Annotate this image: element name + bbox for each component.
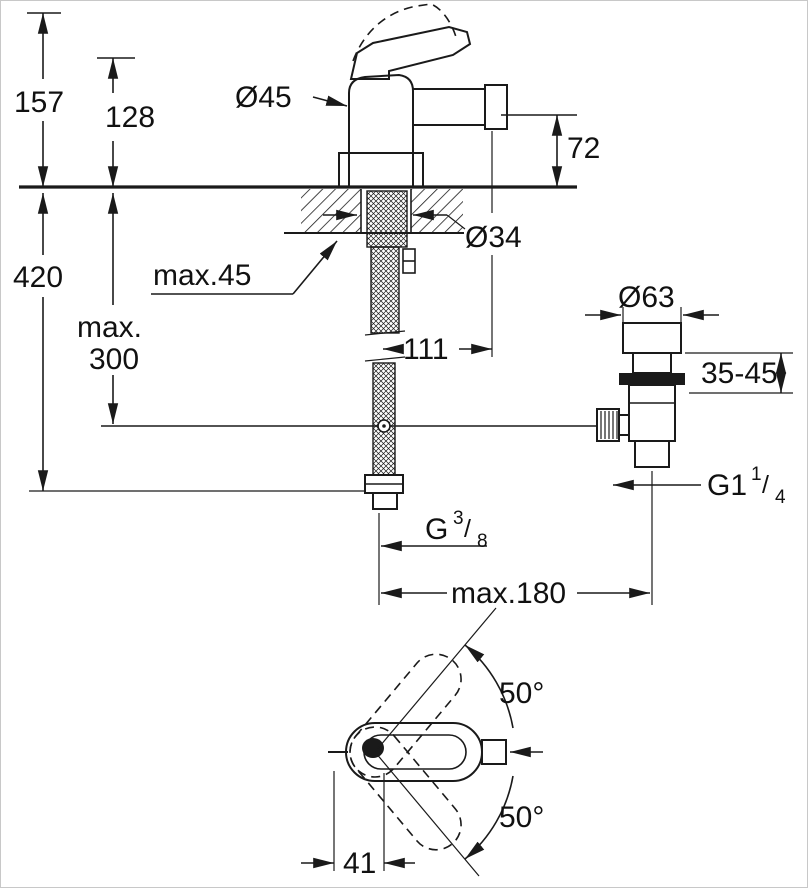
max-180-label: max.180	[451, 577, 566, 610]
pop-up-waste	[596, 322, 685, 468]
waste-tailpiece	[634, 440, 670, 468]
dim-157-label: 157	[14, 86, 64, 119]
dim-41-label: 41	[343, 847, 376, 880]
dim-128-label: 128	[105, 101, 155, 134]
clamp-ring	[619, 373, 685, 385]
thread-g38-base: G	[425, 513, 448, 546]
max-300-label-line1: max.	[77, 311, 142, 344]
max-300-label-line2: 300	[89, 343, 139, 376]
g1-quarter-thread-label: G1 1 / 4	[707, 464, 786, 508]
angle-upper-label: 50°	[499, 677, 544, 710]
thread-g38-numerator: 3	[453, 508, 464, 529]
pull-rod	[101, 419, 597, 433]
side-view-labels: 157 128 Ø45 72 420 max.45 Ø34 max. 300 1…	[13, 81, 786, 610]
top-view-dimensions	[301, 644, 543, 871]
waste-flange	[622, 322, 682, 354]
g-three-eighths-thread-label: G 3 / 8	[425, 508, 488, 552]
handle-hub	[362, 738, 384, 758]
dim-420-label: 420	[13, 261, 63, 294]
dia-45-label: Ø45	[235, 81, 292, 114]
dim-111-label: 111	[403, 333, 449, 366]
top-view-drawing: 50° 50° 41	[301, 607, 544, 880]
thread-g38-denominator: 8	[477, 531, 488, 552]
lever-handle	[349, 25, 472, 80]
top-view-labels: 50° 50° 41	[343, 677, 544, 880]
thread-g1-numerator: 1	[751, 464, 762, 485]
dim-72-label: 72	[567, 132, 600, 165]
spout-top-view	[481, 739, 507, 765]
body-outline	[345, 722, 483, 782]
range-35-45-label: 35-45	[701, 357, 778, 390]
rod-knob	[596, 408, 620, 442]
thread-g1-base: G1	[707, 469, 747, 502]
thread-g38-slash: /	[464, 515, 471, 543]
handle-swing-lower-outline	[349, 726, 462, 851]
side-view-drawing: 157 128 Ø45 72 420 max.45 Ø34 max. 300 1…	[13, 3, 793, 610]
angle-lower-label: 50°	[499, 801, 544, 834]
lever-raised-position	[352, 3, 457, 62]
faucet-body	[338, 3, 508, 188]
aerator	[484, 84, 508, 130]
waste-body	[628, 384, 676, 442]
angle-arc-lower	[464, 775, 514, 860]
dimension-lines	[27, 12, 793, 605]
supply-hoses	[364, 190, 416, 510]
max-45-label: max.45	[153, 259, 251, 292]
dia-34-label: Ø34	[465, 221, 522, 254]
thread-g1-denominator: 4	[775, 487, 786, 508]
dia-63-label: Ø63	[618, 281, 675, 314]
angle-arc-upper	[464, 644, 514, 729]
faucet-top-view	[328, 607, 507, 877]
thread-g1-slash: /	[762, 471, 769, 499]
